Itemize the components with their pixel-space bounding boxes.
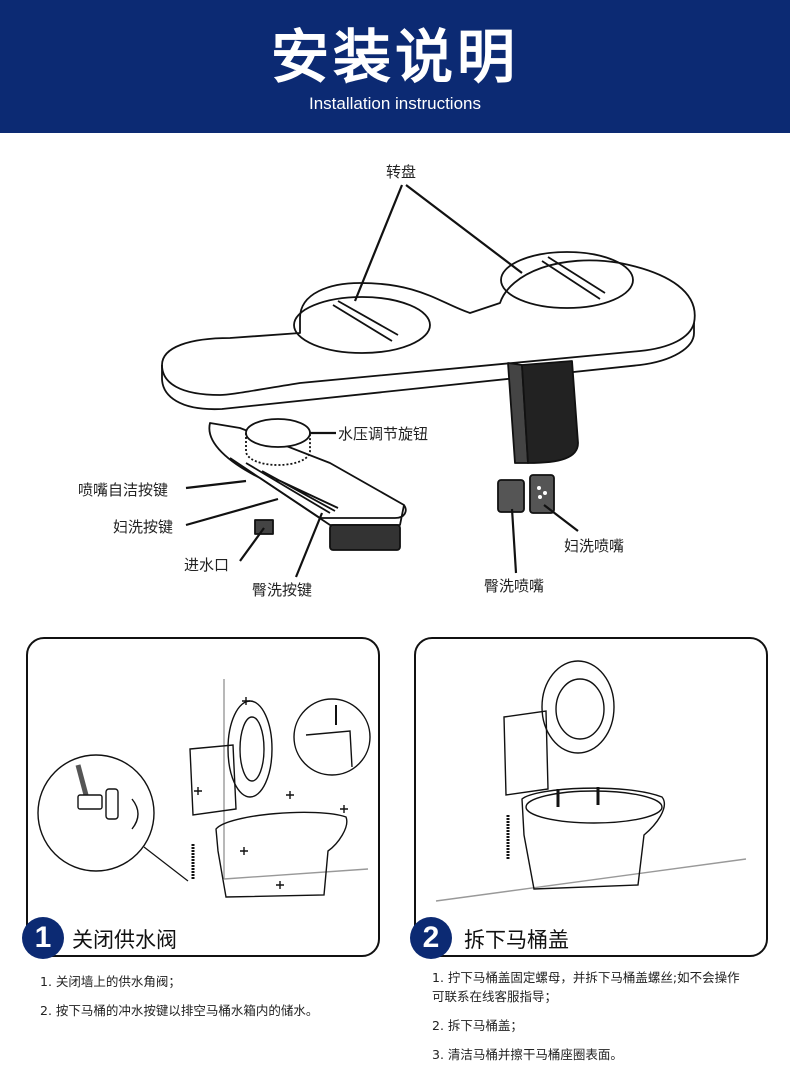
step-1-panel: 1 关闭供水阀 (22, 637, 380, 959)
step-1-title: 关闭供水阀 (72, 928, 177, 952)
bidet-illustration (161, 184, 696, 578)
step-2-panel: 2 拆下马桶盖 (410, 637, 768, 959)
step-1-instructions: 1. 关闭墙上的供水角阀； 2. 按下马桶的冲水按键以排空马桶水箱内的储水。 (40, 972, 380, 1030)
label-pressure-knob: 水压调节旋钮 (338, 425, 429, 443)
label-dial: 转盘 (386, 163, 417, 181)
step-2-item: 1. 拧下马桶盖固定螺母，并拆下马桶盖螺丝;如不会操作可联系在线客服指导； (432, 970, 740, 1004)
page-title: 安装说明 (270, 23, 519, 91)
label-nozzle-clean: 喷嘴自洁按键 (78, 481, 169, 499)
header-banner: 安装说明 Installation instructions (0, 0, 790, 133)
step-1-number-badge: 1 (22, 917, 64, 959)
step-2-illustration (435, 660, 747, 902)
label-feminine-nozzle: 妇洗喷嘴 (564, 537, 625, 555)
step-2-number-badge: 2 (410, 917, 452, 959)
step-2-title: 拆下马桶盖 (464, 928, 569, 952)
bidet-diagram: 转盘 水压调节旋钮 喷嘴自洁按键 妇洗按键 进水口 臀洗按键 臀洗喷嘴 妇洗喷嘴 (0, 133, 790, 613)
step-2-item: 2. 拆下马桶盖； (432, 1018, 523, 1033)
step-2-instructions: 1. 拧下马桶盖固定螺母，并拆下马桶盖螺丝;如不会操作可联系在线客服指导； 2.… (432, 968, 752, 1074)
step-2-item: 3. 清洁马桶并擦干马桶座圈表面。 (432, 1047, 623, 1062)
step-1-illustration (37, 679, 371, 898)
label-feminine-button: 妇洗按键 (113, 518, 174, 536)
label-water-inlet: 进水口 (184, 556, 230, 574)
label-rear-nozzle: 臀洗喷嘴 (484, 577, 545, 595)
step-1-item: 2. 按下马桶的冲水按键以排空马桶水箱内的储水。 (40, 1003, 319, 1018)
step-1-item: 1. 关闭墙上的供水角阀； (40, 974, 181, 989)
page-subtitle: Installation instructions (309, 94, 481, 113)
label-rear-button: 臀洗按键 (252, 581, 313, 599)
